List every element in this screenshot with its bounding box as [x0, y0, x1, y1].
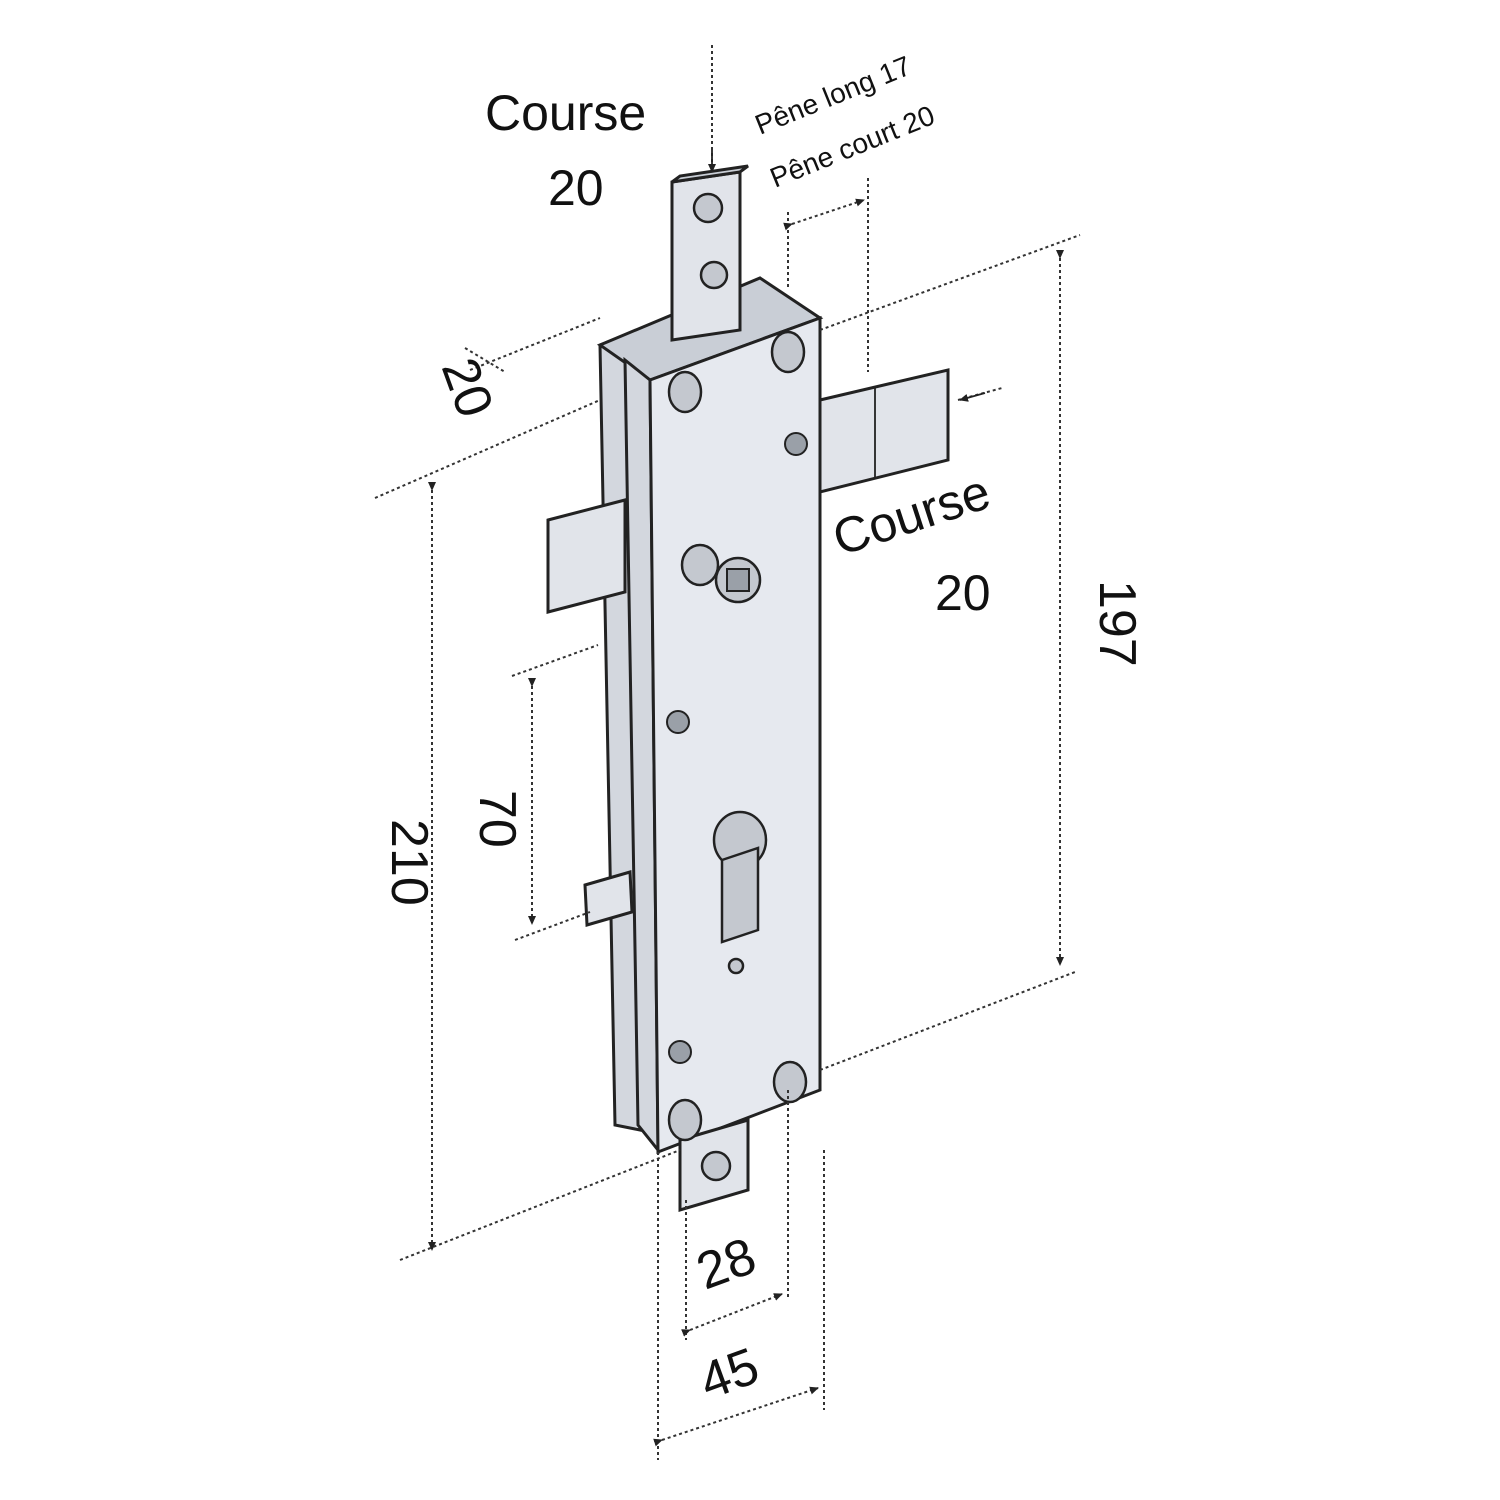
side-pin	[583, 870, 634, 927]
lock-body	[596, 276, 824, 1155]
dim-backset-28: 28	[689, 1227, 763, 1301]
dim-width-45: 45	[692, 1337, 766, 1411]
cylinder-hole	[712, 810, 768, 975]
face-holes	[666, 330, 808, 1142]
right-bolt	[818, 368, 950, 494]
dim-height-210: 210	[380, 819, 438, 906]
handle-follower	[680, 543, 762, 604]
dimension-lines	[428, 150, 1064, 1447]
top-course-value: 20	[548, 160, 604, 216]
dim-height-197: 197	[1088, 580, 1146, 667]
bottom-rod-bolt	[678, 1117, 750, 1213]
top-course-word: Course	[485, 85, 646, 141]
right-course-value: 20	[935, 565, 991, 621]
top-rod-bolt	[670, 164, 749, 342]
dim-70: 70	[468, 790, 526, 848]
left-bolt	[546, 498, 627, 614]
lock-front-face	[648, 315, 822, 1155]
